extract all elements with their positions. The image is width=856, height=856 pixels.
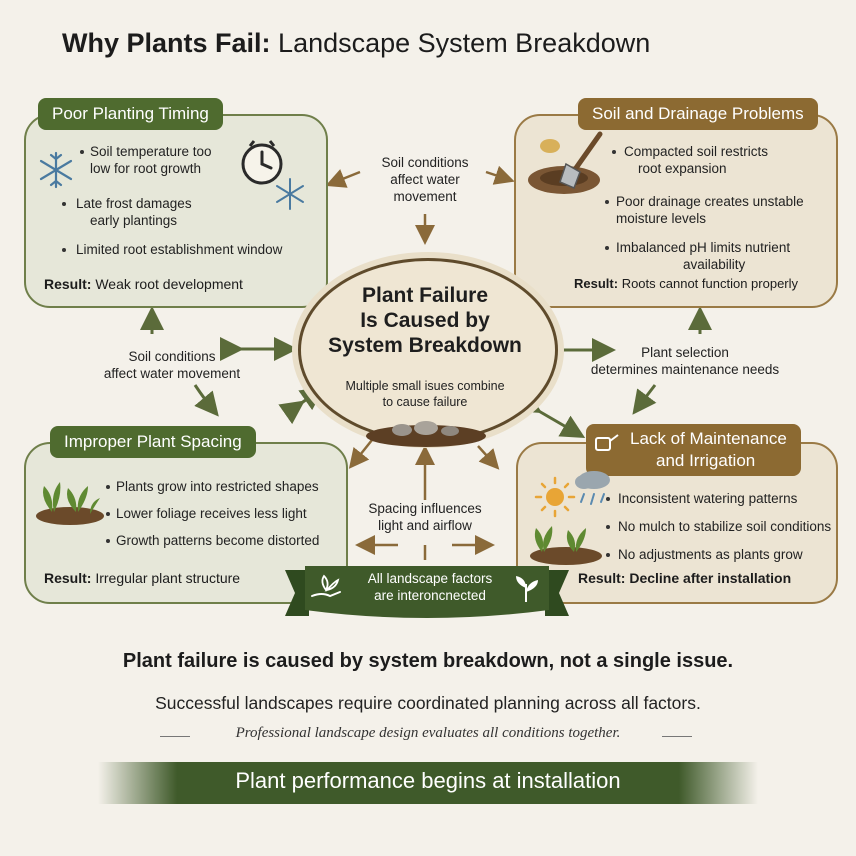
- rain-cloud-icon: [575, 471, 610, 505]
- footer-banner: [98, 762, 758, 804]
- soil-result: Result: Roots cannot function properly: [574, 276, 799, 291]
- maintenance-result: Result: Decline after installation: [578, 570, 792, 586]
- footer-banner-text: Plant performance begins at installation: [235, 768, 621, 793]
- shovel-soil-icon: [528, 131, 603, 194]
- footer-headline: Plant failure is caused by system breakd…: [122, 650, 734, 672]
- list-item: Soil temperature too: [90, 144, 212, 159]
- list-item: low for root growth: [90, 161, 202, 176]
- list-item: Growth patterns become distorted: [116, 533, 320, 548]
- seedling-icon: [36, 482, 104, 525]
- spacing-result: Result: Irregular plant structure: [44, 570, 241, 586]
- list-item: No mulch to stabilize soil conditions: [618, 519, 832, 534]
- list-item: availability: [683, 257, 746, 272]
- list-item: moisture levels: [616, 211, 707, 226]
- tab-improper-spacing: Improper Plant Spacing: [50, 426, 256, 458]
- tab-maintenance-irrigation: Lack of Maintenance and Irrigation: [586, 424, 801, 476]
- divider: [662, 736, 692, 737]
- list-item: Lower foliage receives less light: [116, 506, 307, 521]
- list-item: Plants grow into restricted shapes: [116, 479, 319, 494]
- seedling-icon: [530, 526, 602, 565]
- list-item: Poor drainage creates unstable: [616, 194, 804, 209]
- sprout-icon: [516, 576, 538, 602]
- snowflake-icon: [276, 178, 304, 210]
- list-item: Imbalanced pH limits nutrient: [616, 240, 791, 255]
- footer-line-3: Professional landscape design evaluates …: [235, 725, 621, 741]
- list-item: root expansion: [638, 161, 727, 176]
- page-title: Why Plants Fail: Landscape System Breakd…: [62, 28, 651, 58]
- clock-icon: [241, 140, 283, 185]
- panel-soil-drainage: [514, 114, 838, 308]
- footer-line-2: Successful landscapes require coordinate…: [155, 693, 701, 713]
- timing-result: Result: Weak root development: [44, 276, 243, 292]
- list-item: early plantings: [90, 213, 178, 228]
- list-item: Late frost damages: [76, 196, 192, 211]
- center-node: [298, 258, 558, 442]
- watering-can-icon: [595, 434, 619, 451]
- sun-icon: [534, 476, 576, 518]
- list-item: Limited root establishment window: [76, 242, 283, 257]
- hand-plant-icon: [311, 574, 341, 598]
- snowflake-icon: [39, 151, 73, 189]
- list-item: Compacted soil restricts: [624, 144, 769, 159]
- list-item: Inconsistent watering patterns: [618, 491, 798, 506]
- tab-poor-planting-timing: Poor Planting Timing: [38, 98, 223, 130]
- interconnected-ribbon: [285, 566, 569, 618]
- soil-rocks-icon: [366, 421, 486, 447]
- list-item: No adjustments as plants grow: [618, 547, 803, 562]
- tab-soil-drainage: Soil and Drainage Problems: [578, 98, 818, 130]
- panel-poor-planting-timing: [24, 114, 328, 308]
- divider: [160, 736, 190, 737]
